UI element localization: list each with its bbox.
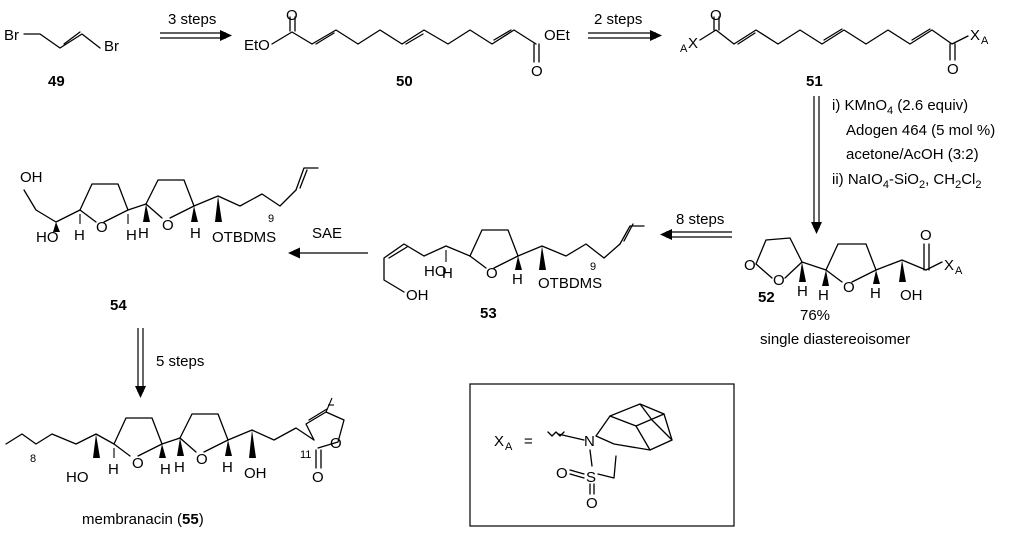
bromine-right: Br xyxy=(104,38,119,55)
thf-oxygen-55b: O xyxy=(196,451,208,468)
legend-equals: = xyxy=(524,433,533,450)
butenolide-ring-oxygen: O xyxy=(330,435,342,452)
hydrogen-53a: H xyxy=(442,265,453,282)
step-label-sae: SAE xyxy=(312,225,342,242)
compound-number-54: 54 xyxy=(110,297,127,314)
thf-oxygen: O xyxy=(843,279,855,296)
aux-x-left: X xyxy=(688,35,698,52)
legend-nitrogen: N xyxy=(584,433,595,450)
compound-52: O O H O H H OH O X A 52 76% single diast… xyxy=(744,227,963,348)
compound-number-51: 51 xyxy=(806,73,823,90)
compound-55: 8 HO O H H O H H OH 11 O O membranacin ( xyxy=(5,397,345,528)
hydroxyl-53: HO xyxy=(424,263,447,280)
lactone-ring-oxygen: O xyxy=(773,272,785,289)
compound-number-52: 52 xyxy=(758,289,775,306)
reagent-kmno4: i) KMnO xyxy=(832,97,887,114)
hydroxyl-top-54: OH xyxy=(20,169,43,186)
hydrogen-1: H xyxy=(797,283,808,300)
compound-51: A X O O X A 51 xyxy=(680,7,989,90)
hydrogen-53b: H xyxy=(512,271,523,288)
hydroxyl-52: OH xyxy=(900,287,923,304)
arrow-step-4: 8 steps xyxy=(660,211,732,240)
arrow-step-1: 3 steps xyxy=(160,11,232,41)
butenolide-carbonyl-oxygen: O xyxy=(312,469,324,486)
legend-oxygen-1: O xyxy=(556,465,568,482)
silyl-ether-54: OTBDMS xyxy=(212,229,276,246)
hydrogen-55d: H xyxy=(222,459,233,476)
compound-number-49: 49 xyxy=(48,73,65,90)
compound-54: OH HO O H H O H H OTBDMS 9 54 xyxy=(20,167,319,314)
compound-53: OH HO H O H OTBDMS 9 53 xyxy=(383,223,645,322)
thf-oxygen-55a: O xyxy=(132,455,144,472)
arrow-step-6: 5 steps xyxy=(135,328,204,398)
chain-subscript-right-55: 11 xyxy=(300,449,311,461)
arrow-step-3: i) KMnO4 (2.6 equiv) Adogen 464 (5 mol %… xyxy=(811,96,995,234)
hydrogen-55a: H xyxy=(108,461,119,478)
thf-oxygen-53: O xyxy=(486,265,498,282)
aux-subscript-52: A xyxy=(955,265,963,277)
svg-text:i) KMnO4 (2.6 equiv): i) KMnO4 (2.6 equiv) xyxy=(832,97,968,117)
carbonyl-oxygen-left: O xyxy=(286,7,298,24)
hydrogen-54b: H xyxy=(126,227,137,244)
legend-sulfur: S xyxy=(586,469,596,486)
svg-text:ii) NaIO4-SiO2, CH2Cl2: ii) NaIO4-SiO2, CH2Cl2 xyxy=(832,171,982,191)
hydroxyl-left-55: HO xyxy=(66,469,89,486)
compound-number-55: 55 xyxy=(182,511,199,528)
carbonyl-oxygen-right: O xyxy=(531,63,543,80)
step-label-5-steps: 5 steps xyxy=(156,353,204,370)
membranacin-name: membranacin ( xyxy=(82,511,182,528)
compound-49: Br Br 49 xyxy=(4,27,119,90)
hydrogen-54c: H xyxy=(138,225,149,242)
hydrogen-54a: H xyxy=(74,227,85,244)
legend-x: X xyxy=(494,433,504,450)
yield-52: 76% xyxy=(800,307,830,324)
legend-subscript: A xyxy=(505,441,513,453)
arrow-step-2: 2 steps xyxy=(588,11,662,41)
legend-oxygen-2: O xyxy=(586,495,598,512)
hydrogen-54d: H xyxy=(190,225,201,242)
compound-number-53: 53 xyxy=(480,305,497,322)
reagent-adogen: Adogen 464 (5 mol %) xyxy=(846,122,995,139)
aux-subscript-left: A xyxy=(680,43,688,55)
silyl-ether-53: OTBDMS xyxy=(538,275,602,292)
svg-text:membranacin (55): membranacin (55) xyxy=(82,511,204,528)
auxiliary-legend-box: X A = N S O O xyxy=(469,383,735,527)
hydroxyl-terminal-53: OH xyxy=(406,287,429,304)
step-label-8-steps: 8 steps xyxy=(676,211,724,228)
step-label-2-steps: 2 steps xyxy=(594,11,642,28)
hydrogen-3: H xyxy=(870,285,881,302)
hydroxyl-right-55: OH xyxy=(244,465,267,482)
bromine-left: Br xyxy=(4,27,19,44)
carbonyl-oxygen-right: O xyxy=(947,61,959,78)
hydroxyl-bottom-54: HO xyxy=(36,229,59,246)
lactone-carbonyl-oxygen: O xyxy=(744,257,756,274)
chain-subscript-left-55: 8 xyxy=(30,453,36,465)
thf-oxygen-54a: O xyxy=(96,219,108,236)
aux-subscript-right: A xyxy=(981,35,989,47)
reagent-solvent: acetone/AcOH (3:2) xyxy=(846,146,979,163)
thf-oxygen-54b: O xyxy=(162,217,174,234)
hydrogen-55c: H xyxy=(174,459,185,476)
aux-x-right: X xyxy=(970,27,980,44)
carbonyl-oxygen-52: O xyxy=(920,227,932,244)
hydrogen-55b: H xyxy=(160,461,171,478)
ethoxy-left: EtO xyxy=(244,37,270,54)
carbonyl-oxygen-left: O xyxy=(710,7,722,24)
compound-50: EtO O O OEt 50 xyxy=(244,7,571,90)
arrow-step-5: SAE xyxy=(288,225,368,259)
aux-x-52: X xyxy=(944,257,954,274)
reagent-naio4: ii) NaIO xyxy=(832,171,883,188)
chain-subscript-53: 9 xyxy=(590,261,596,273)
hydrogen-2: H xyxy=(818,287,829,304)
diastereoisomer-note: single diastereoisomer xyxy=(760,331,910,348)
step-label-3-steps: 3 steps xyxy=(168,11,216,28)
chain-subscript-54: 9 xyxy=(268,213,274,225)
ethoxy-right: OEt xyxy=(544,27,571,44)
compound-number-50: 50 xyxy=(396,73,413,90)
